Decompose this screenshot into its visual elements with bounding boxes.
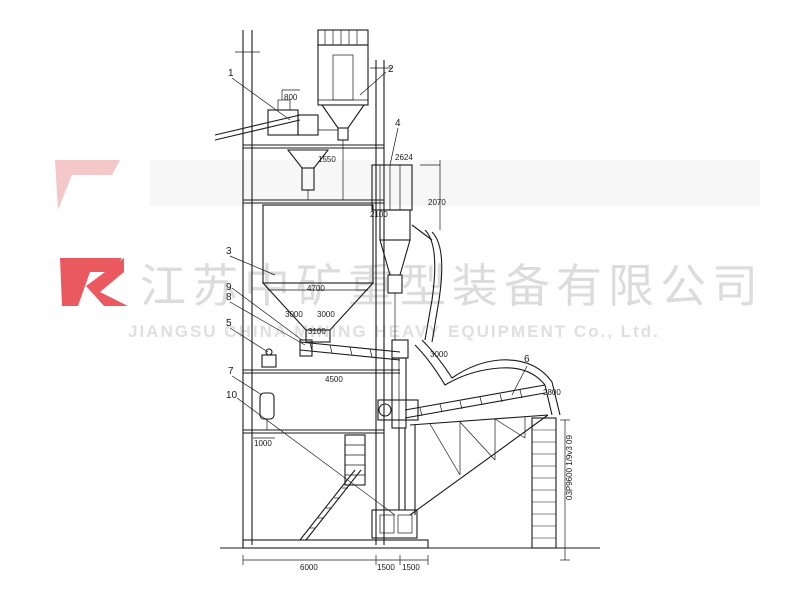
watermark-company-en: JIANGSU CHINA MINING HEAVY EQUIPMENT Co.… (128, 322, 660, 341)
callout-5: 5 (226, 318, 232, 329)
callout-leaders: 1 2 3 4 5 6 7 8 9 10 (226, 64, 530, 516)
conveyor-truss (409, 414, 549, 516)
dim-1500-a: 1500 (377, 563, 395, 572)
dim-3100: 3100 (308, 327, 326, 336)
building-frame (220, 30, 600, 549)
dim-1550: 1550 (318, 155, 336, 164)
dim-4700: 4700 (307, 284, 325, 293)
dim-2070: 2070 (428, 198, 446, 207)
dim-r2800: 2800 (543, 388, 561, 397)
watermark-company-cn: 江苏中矿重型装备有限公司 (140, 259, 764, 313)
staircase (299, 434, 366, 541)
callout-7: 7 (228, 366, 234, 377)
auxiliary-units (259, 348, 277, 430)
dim-2100: 2100 (370, 210, 388, 219)
dim-r3000: 3000 (430, 350, 448, 359)
screw-feeder: 4500 (299, 339, 401, 384)
dim-3000-b: 3000 (317, 310, 335, 319)
dim-2624: 2624 (395, 153, 413, 162)
discharge-chute: 03P9600 1/9v3 09 (531, 417, 574, 561)
feed-hopper: 800 1550 (214, 89, 338, 200)
inclined-conveyor: 3000 2800 (404, 339, 561, 419)
company-logo (55, 160, 128, 306)
callout-10: 10 (226, 390, 238, 401)
watermark-ghost-band (150, 160, 760, 206)
callout-9: 9 (226, 282, 232, 293)
dim-6000: 6000 (300, 563, 318, 572)
callout-6: 6 (524, 354, 530, 365)
bag-filter (317, 29, 369, 200)
callout-4: 4 (395, 118, 401, 129)
company-watermark: 江苏中矿重型装备有限公司 JIANGSU CHINA MINING HEAVY … (55, 160, 764, 341)
callout-1: 1 (228, 68, 234, 79)
dim-1000: 1000 (254, 439, 272, 448)
dim-4500: 4500 (325, 375, 343, 384)
cyclone-collector: 2624 2100 2070 (370, 153, 446, 359)
bottom-dimension-line: 6000 1500 1500 1000 (242, 437, 429, 572)
dim-1500-b: 1500 (402, 563, 420, 572)
mill-main-unit (371, 357, 419, 539)
dim-3000-a: 3000 (285, 310, 303, 319)
dim-800: 800 (284, 93, 298, 102)
callout-3: 3 (226, 246, 232, 257)
dim-stack-height: 03P9600 1/9v3 09 (565, 435, 574, 500)
callout-8: 8 (226, 292, 232, 303)
storage-silo: 4700 3000 3000 3100 (261, 204, 375, 343)
callout-2: 2 (388, 64, 394, 75)
